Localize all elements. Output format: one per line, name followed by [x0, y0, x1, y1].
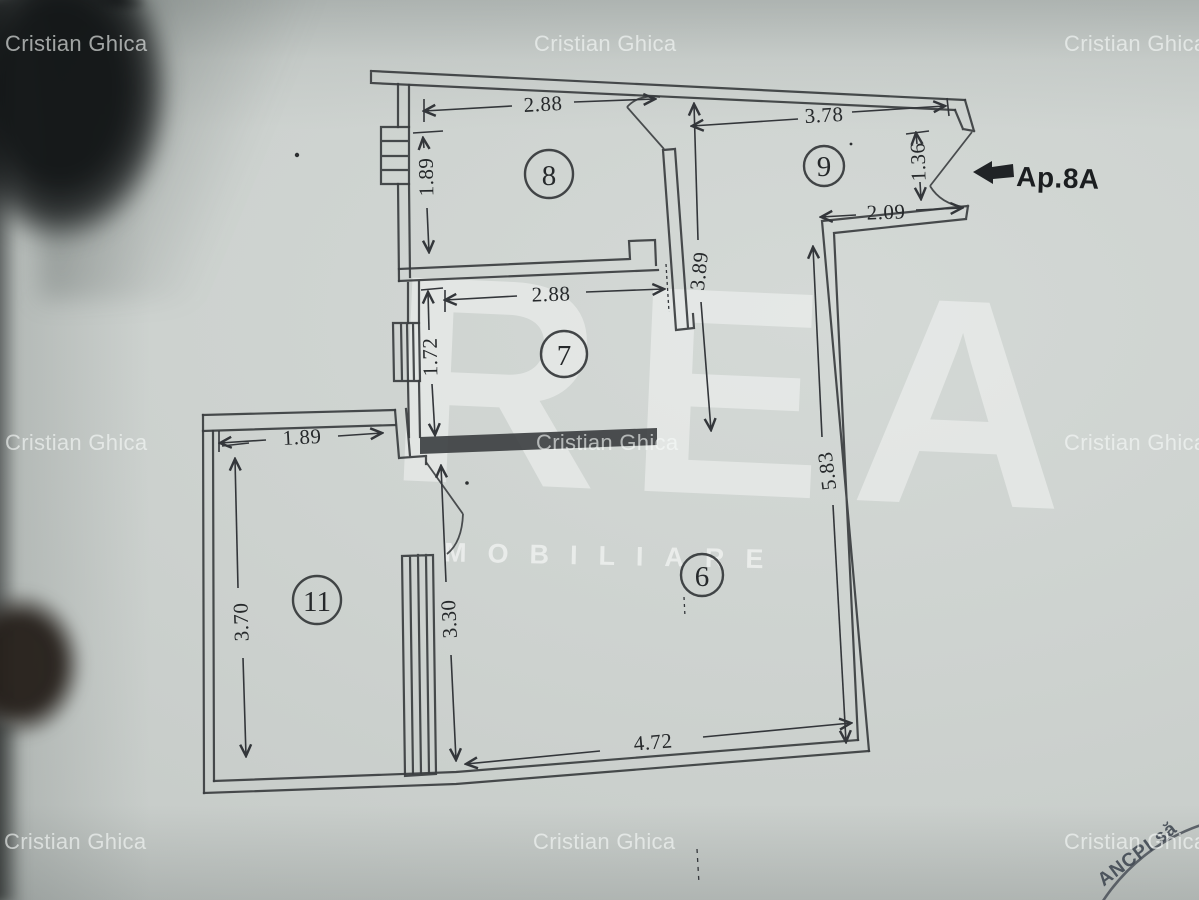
walls-group: [201, 69, 976, 795]
entrance-arrow-icon: [973, 161, 1014, 184]
wall-room7-left: [406, 280, 422, 439]
watermark-mid-left: Cristian Ghica: [5, 430, 148, 455]
wall-room8-left: [396, 82, 412, 283]
room7-number: 7: [557, 340, 572, 372]
dim-room11-width: 1.89: [282, 424, 322, 450]
room11-number: 11: [303, 586, 331, 618]
dim-room6-width: 4.72: [633, 728, 674, 755]
door-entrance: [929, 131, 973, 208]
dim-right-wall: 5.83: [813, 450, 842, 491]
wall-room8-hall: [661, 147, 696, 332]
dim-room7-width: 2.88: [531, 281, 571, 306]
window-room8: [379, 125, 411, 186]
dimensions-group: [219, 98, 962, 885]
window-room7: [391, 321, 422, 383]
dim-room8-width: 2.88: [523, 91, 563, 117]
photo-specks: [294, 142, 853, 485]
room9-number: 9: [817, 151, 832, 183]
room6-number: 6: [695, 561, 710, 593]
wall-right-exterior: [820, 204, 970, 753]
door-room11: [425, 461, 464, 555]
room-labels-group: [291, 144, 846, 626]
room11-circle: [291, 574, 343, 626]
dim-room7-window: 1.72: [418, 337, 443, 376]
watermark-bottom-center: Cristian Ghica: [533, 829, 676, 854]
wall-top: [369, 69, 967, 112]
dim-room11-partition: 3.30: [436, 599, 462, 639]
watermark-top-center: Cristian Ghica: [534, 31, 677, 56]
watermark-top-left: Cristian Ghica: [5, 31, 148, 56]
door-room8: [626, 95, 665, 150]
partition-room11-room6: [400, 553, 438, 778]
watermark-bottom-left: Cristian Ghica: [4, 829, 147, 854]
wall-room11-top: [201, 408, 397, 433]
watermark-mid-center: Cristian Ghica: [536, 430, 679, 455]
watermark-mid-right: Cristian Ghica: [1064, 430, 1199, 455]
entrance-door-frame: [953, 98, 976, 133]
dim-room11-depth: 3.70: [228, 602, 253, 642]
wall-room8-bottom: [397, 238, 660, 283]
apartment-label: Ap.8A: [1016, 161, 1100, 195]
room7-circle: [539, 329, 589, 379]
room8-circle: [523, 148, 575, 200]
wall-room7-room6: [420, 428, 657, 454]
room9-circle: [802, 144, 846, 188]
dim-entry-opening: 1.36: [905, 142, 930, 182]
dim-hall-width: 3.78: [804, 102, 844, 128]
room6-circle: [679, 552, 725, 598]
watermark-bottom-right: Cristian Ghica: [1064, 829, 1199, 854]
wall-room11-right: [393, 407, 428, 466]
dim-corridor-length: 3.89: [685, 250, 713, 291]
wall-bottom: [202, 738, 871, 795]
dim-entry-wall: 2.09: [866, 199, 906, 224]
doors-group: [425, 95, 973, 555]
room8-number: 8: [542, 160, 557, 192]
dim-room8-window: 1.89: [414, 157, 439, 196]
watermark-top-right: Cristian Ghica: [1064, 31, 1199, 56]
wall-room11-left: [201, 413, 216, 795]
